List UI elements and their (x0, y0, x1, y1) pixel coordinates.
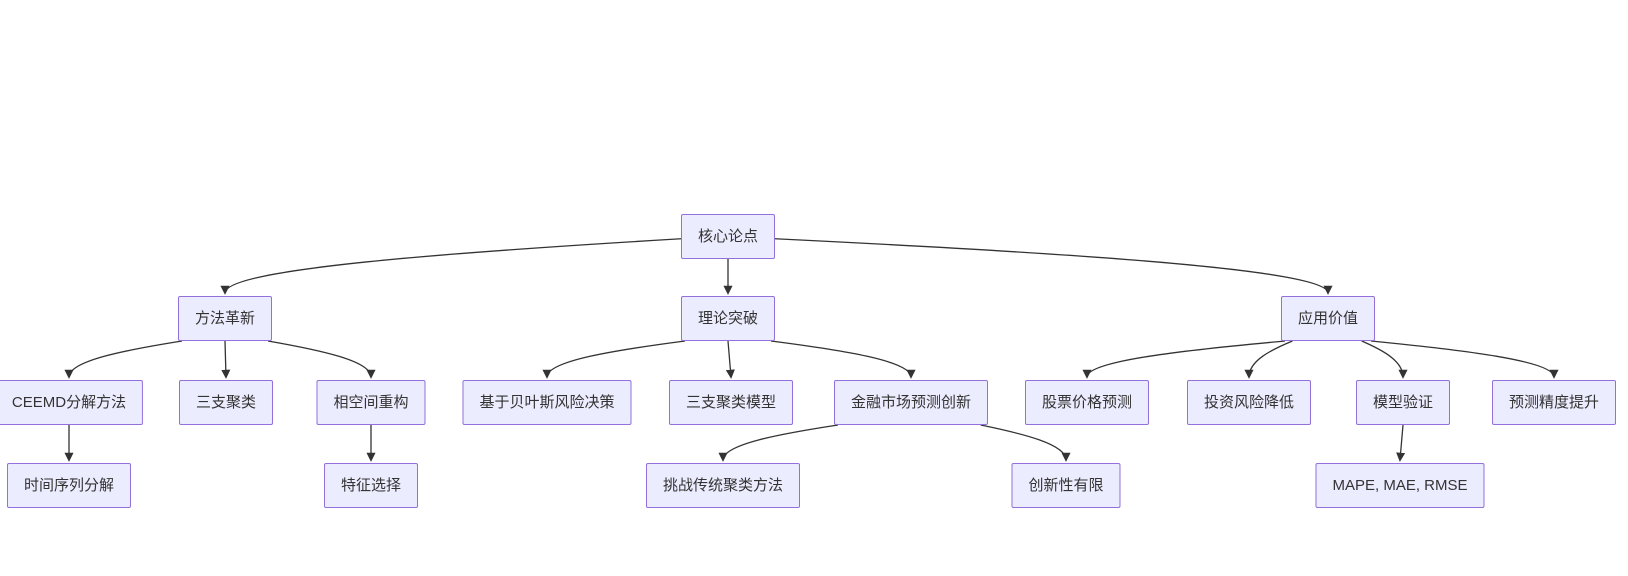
node-twmodel: 三支聚类模型 (668, 380, 794, 425)
edge-theory-twmodel (725, 340, 735, 379)
edge-root-method (220, 238, 682, 295)
edge-method-phasespace (267, 340, 376, 379)
edge-application-risk (1244, 340, 1293, 379)
node-application: 应用价值 (1280, 296, 1376, 341)
node-root: 核心论点 (680, 214, 776, 259)
edge-theory-fininno (770, 340, 916, 379)
edge-application-stock (1082, 340, 1286, 379)
node-challenge: 挑战传统聚类方法 (645, 463, 801, 508)
node-theory: 理论突破 (680, 296, 776, 341)
edge-fininno-challenge (718, 424, 839, 462)
node-metrics: MAPE, MAE, RMSE (1315, 463, 1485, 508)
node-bayes: 基于贝叶斯风险决策 (462, 380, 632, 425)
edge-application-accuracy (1370, 340, 1559, 379)
node-accuracy: 预测精度提升 (1491, 380, 1617, 425)
node-phasespace: 相空间重构 (316, 380, 426, 425)
node-stock: 股票价格预测 (1024, 380, 1150, 425)
node-feature: 特征选择 (323, 463, 419, 508)
node-fininno: 金融市场预测创新 (833, 380, 989, 425)
node-limited: 创新性有限 (1011, 463, 1121, 508)
node-method: 方法革新 (177, 296, 273, 341)
edge-root-application (774, 238, 1333, 295)
node-validation: 模型验证 (1355, 380, 1451, 425)
node-ceemd: CEEMD分解方法 (0, 380, 144, 425)
edge-validation-metrics (1396, 424, 1406, 462)
edge-fininno-limited (980, 424, 1071, 462)
edge-method-threeway (221, 340, 231, 379)
node-threeway: 三支聚类 (178, 380, 274, 425)
edge-application-validation (1361, 340, 1408, 379)
edge-method-ceemd (64, 340, 183, 379)
edge-theory-bayes (542, 340, 686, 379)
node-risk: 投资风险降低 (1186, 380, 1312, 425)
node-tsdecomp: 时间序列分解 (6, 463, 132, 508)
